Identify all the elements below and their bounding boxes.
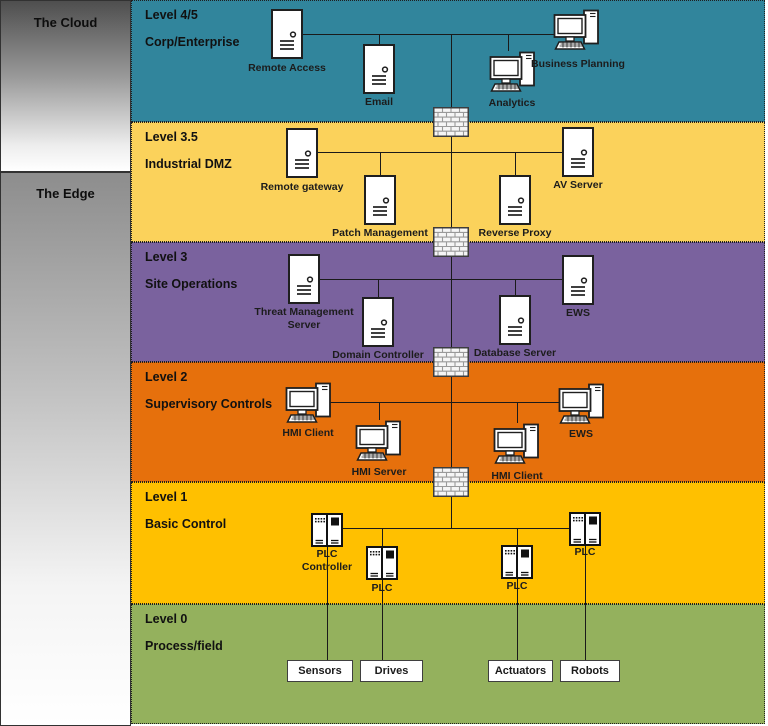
zone-level-4-5: Level 4/5 Corp/Enterprise xyxy=(131,0,765,122)
zone-level-label: Level 0 xyxy=(145,612,188,626)
workstation-icon xyxy=(355,420,403,463)
line-plc-to-actuators xyxy=(517,579,519,660)
server-icon xyxy=(364,175,396,225)
stub-plc-1 xyxy=(382,528,384,546)
node-label-av-server: AV Server xyxy=(553,179,603,191)
firewall-icon xyxy=(433,107,469,137)
server-icon xyxy=(288,254,320,304)
plc-icon xyxy=(311,513,343,547)
zone-name-label: Process/field xyxy=(145,639,223,653)
node-label-domain-controller: Domain Controller xyxy=(332,349,424,361)
edge-panel: The Edge xyxy=(0,172,131,726)
zone-name-label: Supervisory Controls xyxy=(145,397,273,411)
edge-label: The Edge xyxy=(36,186,95,201)
workstation-icon xyxy=(285,382,333,425)
zone-level-label: Level 2 xyxy=(145,370,188,384)
bus-level-1 xyxy=(343,528,570,530)
node-label-hmi-server: HMI Server xyxy=(351,466,407,478)
field-box-actuators: Actuators xyxy=(488,660,553,682)
line-plc-to-robots xyxy=(585,546,587,660)
node-label-threat-management-server: Threat Management Server xyxy=(254,306,354,331)
node-label-database-server: Database Server xyxy=(473,347,557,359)
node-label-business-planning: Business Planning xyxy=(531,58,625,70)
server-icon xyxy=(562,127,594,177)
node-label-analytics: Analytics xyxy=(488,97,536,109)
node-label-email: Email xyxy=(364,96,393,108)
node-label-plc-controller: PLC Controller xyxy=(301,548,353,573)
node-label-plc-2: PLC xyxy=(506,580,528,592)
line-plc-to-drives xyxy=(382,580,384,660)
node-label-patch-management: Patch Management xyxy=(332,227,428,239)
bus-level-4-5 xyxy=(303,34,566,36)
server-icon xyxy=(499,295,531,345)
node-label-remote-access: Remote Access xyxy=(248,62,326,74)
node-label-hmi-client-left: HMI Client xyxy=(282,427,334,439)
server-icon xyxy=(362,297,394,347)
node-label-remote-gateway: Remote gateway xyxy=(260,181,344,193)
zone-name-label: Corp/Enterprise xyxy=(145,35,240,49)
server-icon xyxy=(562,255,594,305)
workstation-icon xyxy=(558,383,606,426)
stub-domain-controller xyxy=(378,279,380,297)
bus-level-3-5 xyxy=(318,152,564,154)
field-box-robots: Robots xyxy=(560,660,620,682)
zone-name-label: Basic Control xyxy=(145,517,227,531)
plc-icon xyxy=(569,512,601,546)
zone-level-3: Level 3 Site Operations xyxy=(131,242,765,362)
server-icon xyxy=(286,128,318,178)
field-box-sensors: Sensors xyxy=(287,660,353,682)
zone-level-label: Level 3 xyxy=(145,250,188,264)
stub-analytics xyxy=(508,34,510,51)
cloud-panel: The Cloud xyxy=(0,0,131,172)
node-label-hmi-client-right: HMI Client xyxy=(491,470,543,482)
node-label-ews-level3: EWS xyxy=(566,307,590,319)
firewall-icon xyxy=(433,467,469,497)
line-plc-controller-to-sensors xyxy=(327,547,329,660)
stub-hmi-client xyxy=(517,402,519,423)
node-label-ews-level2: EWS xyxy=(569,428,593,440)
plc-icon xyxy=(501,545,533,579)
plc-icon xyxy=(366,546,398,580)
server-icon xyxy=(499,175,531,225)
server-icon xyxy=(271,9,303,59)
zone-level-label: Level 4/5 xyxy=(145,8,198,22)
node-label-plc-3: PLC xyxy=(574,546,596,558)
zone-level-0: Level 0 Process/field xyxy=(131,604,765,724)
stub-plc-2 xyxy=(517,528,519,545)
zone-name-label: Site Operations xyxy=(145,277,238,291)
zone-level-1: Level 1 Basic Control xyxy=(131,482,765,604)
stub-email xyxy=(379,34,381,44)
zone-level-3-5: Level 3.5 Industrial DMZ xyxy=(131,122,765,242)
stub-reverse-proxy xyxy=(515,152,517,175)
trunk-line xyxy=(451,34,453,528)
zone-level-2: Level 2 Supervisory Controls xyxy=(131,362,765,482)
field-box-drives: Drives xyxy=(360,660,423,682)
zone-name-label: Industrial DMZ xyxy=(145,157,232,171)
node-label-reverse-proxy: Reverse Proxy xyxy=(478,227,552,239)
stub-patch-management xyxy=(380,152,382,175)
bus-level-3 xyxy=(320,279,564,281)
stub-hmi-server xyxy=(379,402,381,420)
bus-level-2 xyxy=(330,402,560,404)
workstation-icon xyxy=(553,9,601,52)
server-icon xyxy=(363,44,395,94)
zone-level-label: Level 3.5 xyxy=(145,130,198,144)
stub-database-server xyxy=(515,279,517,295)
cloud-label: The Cloud xyxy=(33,15,98,30)
node-label-plc-1: PLC xyxy=(371,582,393,594)
zone-level-label: Level 1 xyxy=(145,490,188,504)
